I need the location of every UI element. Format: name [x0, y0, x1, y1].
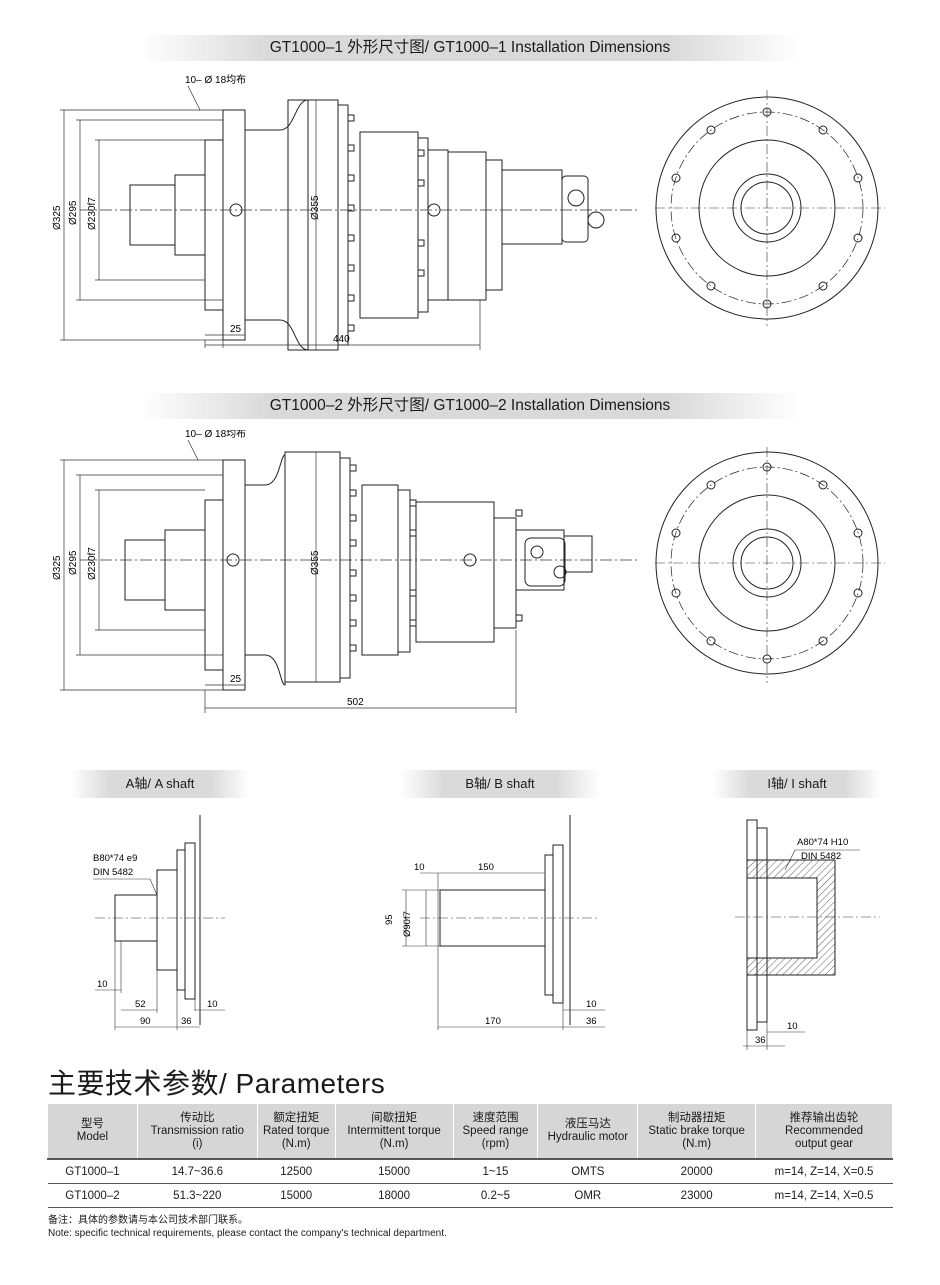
table-cell: 15000	[335, 1158, 454, 1184]
table-cell: 0.2~5	[453, 1183, 538, 1208]
shaft-b-d170: 170	[485, 1016, 501, 1027]
table-cell: 20000	[637, 1158, 756, 1184]
shaft-i-std: DIN 5482	[801, 851, 841, 862]
table-cell: GT1000–2	[47, 1183, 138, 1208]
shaft-a-std: DIN 5482	[93, 867, 133, 878]
dim2-d355: Ø355	[310, 550, 321, 575]
table-cell: 51.3~220	[137, 1183, 258, 1208]
table-row: GT1000–2 51.3~220 15000 18000 0.2~5 OMR …	[47, 1183, 893, 1208]
dim2-d230: Ø230f7	[87, 547, 98, 580]
dim-d230: Ø230f7	[87, 197, 98, 230]
shaft-a-spline: B80*74 e9	[93, 853, 137, 864]
footnote-cn: 备注：具体的参数请与本公司技术部门联系。	[48, 1215, 248, 1226]
footnote-en: Note: specific technical requirements, p…	[48, 1228, 447, 1239]
shaft-i-drawing: A80*74 H10 DIN 5482 10 36	[735, 810, 885, 1060]
shaft-i-d36: 36	[755, 1035, 766, 1046]
shaft-b-title: B轴/ B shaft	[400, 770, 600, 798]
shaft-i-title: I轴/ I shaft	[712, 770, 882, 798]
footnote: 备注：具体的参数请与本公司技术部门联系。 Note: specific tech…	[48, 1214, 447, 1240]
table-cell: m=14, Z=14, X=0.5	[755, 1158, 893, 1184]
dim2-d295: Ø295	[68, 550, 79, 575]
dim2-d325: Ø325	[52, 555, 63, 580]
table-cell: 12500	[257, 1158, 336, 1184]
dim2-length: 502	[347, 697, 364, 708]
shaft-b-d90: Ø90f7	[402, 911, 413, 937]
section-title-gt1000-2: GT1000–2 外形尺寸图/ GT1000–2 Installation Di…	[140, 393, 800, 419]
table-cell: OMTS	[537, 1158, 638, 1184]
shaft-a-d36: 36	[181, 1016, 192, 1027]
shaft-a-title: A轴/ A shaft	[70, 770, 250, 798]
shaft-a-d52: 52	[135, 999, 146, 1010]
dim-length: 440	[333, 334, 350, 345]
dim-d325: Ø325	[52, 205, 63, 230]
shaft-b-d10b: 10	[586, 999, 597, 1010]
gt1000-2-side-view: 10– Ø 18均布 Ø325 Ø295 Ø230f7 Ø355 25 502	[40, 430, 640, 720]
shaft-a-drawing: B80*74 e9 DIN 5482 10 52 90 36 10	[85, 815, 245, 1035]
table-row: GT1000–1 14.7~36.6 12500 15000 1~15 OMTS…	[47, 1158, 893, 1184]
section-title-gt1000-1: GT1000–1 外形尺寸图/ GT1000–1 Installation Di…	[140, 35, 800, 61]
shaft-a-d90: 90	[140, 1016, 151, 1027]
dim-d355: Ø355	[310, 195, 321, 220]
table-cell: m=14, Z=14, X=0.5	[755, 1183, 893, 1208]
table-cell: 1~15	[453, 1158, 538, 1184]
shaft-a-d10b: 10	[207, 999, 218, 1010]
gt1000-1-front-view	[655, 90, 885, 330]
shaft-b-drawing: 10 150 95 Ø90f7 10 170 36	[380, 815, 620, 1035]
gt1000-2-front-view	[655, 447, 885, 687]
shaft-i-spline: A80*74 H10	[797, 837, 848, 848]
hole-note-2: 10– Ø 18均布	[185, 430, 246, 440]
dim-flange: 25	[230, 324, 242, 335]
table-cell: 23000	[637, 1183, 756, 1208]
shaft-b-d10: 10	[414, 862, 425, 873]
table-cell: 15000	[257, 1183, 336, 1208]
params-title: 主要技术参数/ Parameters	[48, 1068, 386, 1099]
table-cell: GT1000–1	[47, 1158, 138, 1184]
gt1000-1-side-view: 10– Ø 18均布 Ø325 Ø295 Ø230f7 Ø355 25 440	[40, 70, 640, 360]
dim-d295: Ø295	[68, 200, 79, 225]
table-cell: 18000	[335, 1183, 454, 1208]
table-cell: OMR	[537, 1183, 638, 1208]
dim2-flange: 25	[230, 674, 242, 685]
shaft-b-d36: 36	[586, 1016, 597, 1027]
shaft-b-d95: 95	[384, 914, 395, 925]
hole-note: 10– Ø 18均布	[185, 74, 246, 86]
table-cell: 14.7~36.6	[137, 1158, 258, 1184]
shaft-a-d10: 10	[97, 979, 108, 990]
shaft-i-d10: 10	[787, 1021, 798, 1032]
shaft-b-d150: 150	[478, 862, 494, 873]
